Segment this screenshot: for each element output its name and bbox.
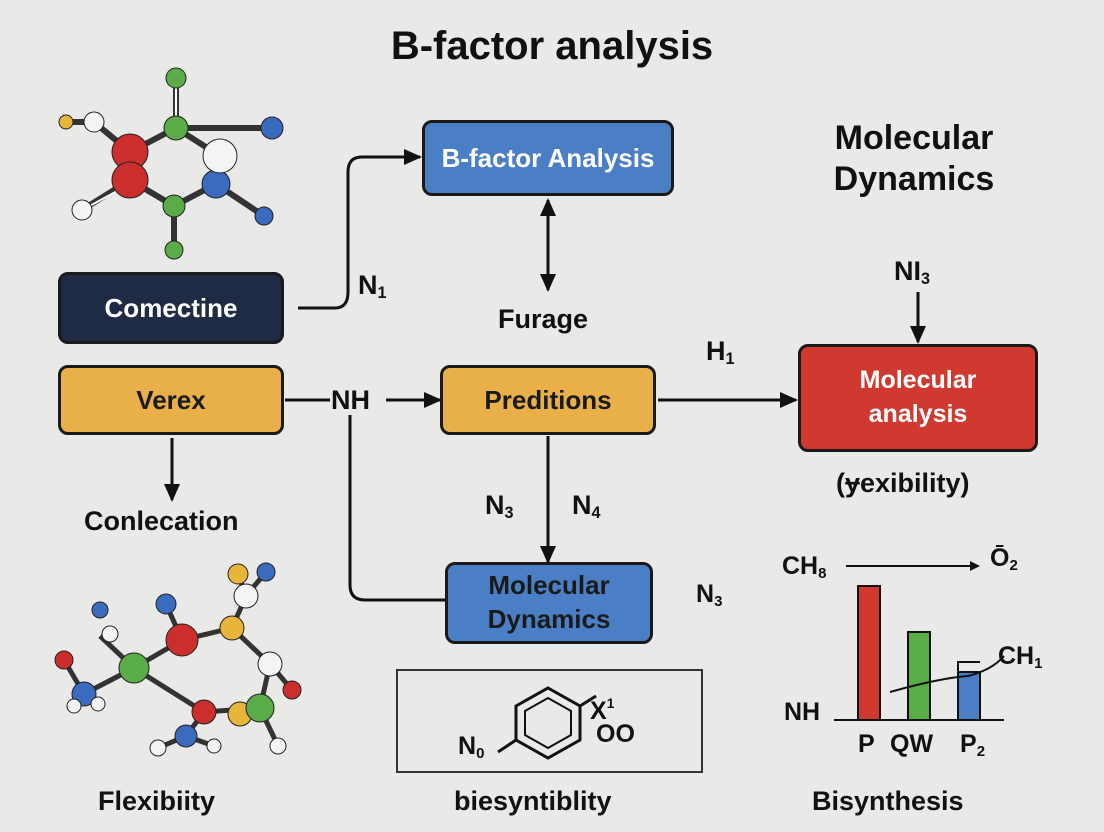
caption-biesyntiblity: biesyntiblity	[454, 786, 612, 816]
label-furage: Furage	[498, 304, 589, 334]
chart-label-p: P	[858, 730, 875, 758]
structure-frame	[396, 669, 703, 773]
chart-label-ch8: CH8	[782, 552, 827, 582]
page-title: B-factor analysis	[390, 24, 714, 68]
label-h1: H1	[706, 336, 735, 369]
molecular-dynamics-heading: Molecular Dynamics	[833, 119, 995, 198]
chart-label-p2: P2	[960, 730, 986, 760]
label-n4: N4	[572, 490, 601, 523]
label-n3: N3	[485, 490, 514, 523]
verex-box[interactable]: Verex	[58, 365, 284, 435]
label-n3-right: N3	[696, 580, 723, 610]
chart-label-nh: NH	[784, 698, 821, 726]
bar-red	[857, 585, 881, 721]
molecular-analysis-box[interactable]: Molecular analysis	[798, 344, 1038, 452]
structure-label-x1: X1	[590, 696, 615, 725]
molecule-top-icon	[58, 67, 284, 260]
comectine-box[interactable]: Comectine	[58, 272, 284, 344]
caption-flexibiity: Flexibiity	[98, 786, 216, 816]
preditions-box[interactable]: Preditions	[440, 365, 656, 435]
bar-green	[907, 631, 931, 721]
structure-label-n0: N0	[458, 732, 485, 762]
connector-comectine-bfactor	[298, 149, 422, 310]
bisynthesis-chart	[834, 561, 1005, 721]
label-conlecation: Conlecation	[84, 506, 239, 536]
chart-label-o2: Ō2	[990, 544, 1018, 574]
label-n1: N1	[358, 270, 387, 303]
structure-label-oo: OO	[596, 720, 635, 748]
chart-label-qw: QW	[890, 730, 934, 758]
chart-label-ch1: CH1	[998, 642, 1043, 672]
label-flexibility-paren: (ɏexibility)	[836, 468, 970, 498]
bar-blue-cap	[957, 661, 980, 672]
bar-blue	[957, 671, 981, 721]
label-ni3: NI3	[894, 256, 931, 289]
chart-curve	[889, 655, 1005, 693]
connector-nh-md	[348, 415, 445, 602]
molecular-dynamics-box[interactable]: Molecular Dynamics	[445, 562, 653, 644]
label-nh: NH	[331, 385, 370, 415]
molecule-bottom-icon	[54, 562, 302, 757]
bfactor-analysis-box[interactable]: B-factor Analysis	[422, 120, 674, 196]
caption-bisynthesis: Bisynthesis	[812, 786, 964, 816]
